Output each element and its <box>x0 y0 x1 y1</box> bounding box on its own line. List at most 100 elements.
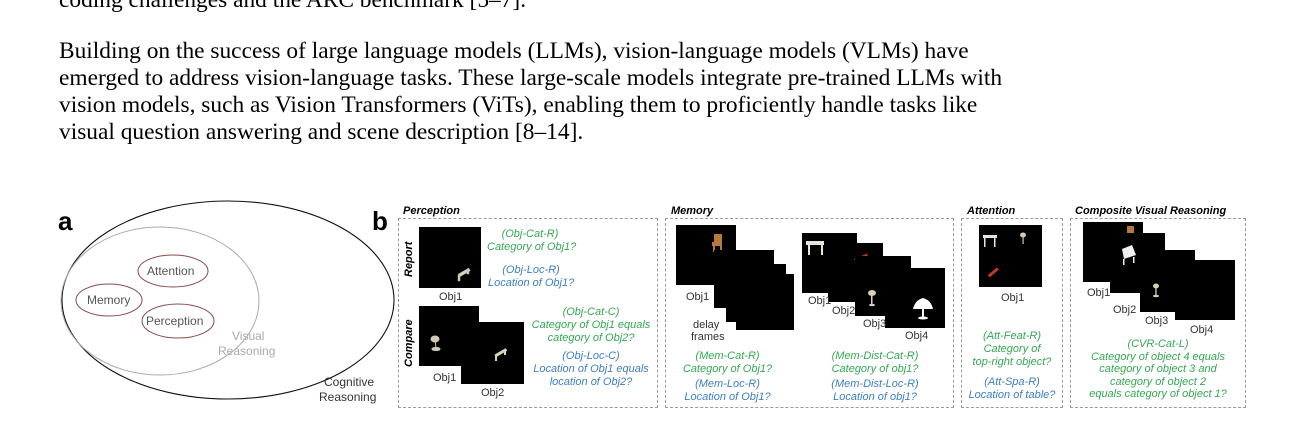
obj-loc-r-code: (Obj-Loc-R) <box>502 264 560 276</box>
memory-ellipse <box>75 283 143 317</box>
att-feat-r-question-1: Category of <box>983 343 1041 355</box>
obj-loc-c-question-1: Location of Obj1 equals <box>533 363 649 375</box>
chair-icon <box>712 234 722 252</box>
perception-title: Perception <box>403 205 460 217</box>
attention-stimulus <box>979 225 1042 287</box>
memory-label: Memory <box>87 293 131 307</box>
perception-report-stimulus <box>419 227 481 288</box>
attention-label: Attention <box>147 264 195 278</box>
cvr-stim-4 <box>1175 260 1235 320</box>
mem-loc-r-question: Location of Obj1? <box>684 391 771 403</box>
cvr-cat-l-question-1: Category of object 4 equals <box>1091 350 1225 363</box>
cvr-cat-l-code: (CVR-Cat-L) <box>1127 338 1189 350</box>
memory-box <box>665 218 954 408</box>
paragraph-top: coding challenges and the ARC benchmark … <box>59 0 1249 14</box>
memory-title: Memory <box>671 205 714 217</box>
attention-box <box>961 218 1063 408</box>
visual-label: Visual <box>232 329 265 343</box>
obj-loc-r-task: (Obj-Loc-R) Location of Obj1? <box>488 264 574 290</box>
cvr-cat-l-question-4: equals category of object 1? <box>1089 388 1227 400</box>
delay-frame-3 <box>736 274 794 330</box>
panel-b-letter: b <box>372 206 388 236</box>
mem-loc-r-task: (Mem-Loc-R) Location of Obj1? <box>675 378 780 404</box>
mem-dist-loc-r-task: (Mem-Dist-Loc-R) Location of obj1? <box>818 378 932 404</box>
att-feat-r-code: (Att-Feat-R) <box>982 330 1042 342</box>
mem-dist-obj2-label: Obj2 <box>832 305 856 317</box>
cvr-obj4-label: Obj4 <box>1190 324 1214 336</box>
lamp-icon-3 <box>1153 283 1159 298</box>
mem-loc-r-code: (Mem-Loc-R) <box>695 378 760 390</box>
bench-icon-2 <box>494 348 508 361</box>
mem-cat-r-code: (Mem-Cat-R) <box>695 350 760 362</box>
compare-label: Compare <box>403 319 415 367</box>
obj-cat-r-code: (Obj-Cat-R) <box>501 228 559 240</box>
report-label: Report <box>403 241 415 277</box>
paragraph-line-4: visual question answering and scene desc… <box>59 119 584 145</box>
compare-obj1-label: Obj1 <box>433 372 457 384</box>
mem-cat-r-task: (Mem-Cat-R) Category of Obj1? <box>675 350 780 376</box>
mem-dist-loc-r-code: (Mem-Dist-Loc-R) <box>831 378 919 390</box>
obj-loc-c-task: (Obj-Loc-C) Location of Obj1 equals loca… <box>528 350 654 389</box>
att-feat-r-task: (Att-Feat-R) Category of top-right objec… <box>964 330 1060 369</box>
mem-cat-r-question: Category of Obj1? <box>682 363 773 375</box>
attention-title: Attention <box>967 205 1016 217</box>
compare-obj2-label: Obj2 <box>481 387 505 399</box>
mem-dist-obj4-label: Obj4 <box>905 330 929 342</box>
table-icon <box>806 241 824 255</box>
obj-cat-r-question: Category of Obj1? <box>487 241 577 253</box>
chair-icon-3 <box>1122 245 1136 265</box>
obj-cat-c-code: (Obj-Cat-C) <box>562 306 620 318</box>
mushroom-lamp-icon <box>913 298 933 320</box>
cvr-obj1-label: Obj1 <box>1087 287 1111 299</box>
cvr-box <box>1070 218 1246 408</box>
cvr-cat-l-task: (CVR-Cat-L) Category of object 4 equals … <box>1072 338 1244 401</box>
perception-ellipse <box>141 303 215 339</box>
obj-loc-c-question-2: location of Obj2? <box>549 376 633 388</box>
cognitive-label: Cognitive <box>324 375 375 389</box>
lamp-icon <box>430 335 441 351</box>
mem-dist-obj3-label: Obj3 <box>863 318 887 330</box>
lamp-icon-2 <box>868 290 876 307</box>
attention-obj1-label: Obj1 <box>1001 292 1025 304</box>
cvr-cat-l-question-2: category of object 3 and <box>1099 363 1217 375</box>
frames-label: frames <box>691 331 725 343</box>
att-feat-r-question-2: top-right object? <box>972 356 1052 368</box>
cvr-obj3-label: Obj3 <box>1145 315 1169 327</box>
memory-obj1-label: Obj1 <box>686 291 710 303</box>
paragraph-main: Building on the success of large languag… <box>59 38 1249 146</box>
reasoning-label: Reasoning <box>218 344 276 358</box>
obj-cat-r-task: (Obj-Cat-R) Category of Obj1? <box>487 228 577 254</box>
cvr-obj2-label: Obj2 <box>1113 304 1137 316</box>
perception-box <box>398 218 658 408</box>
panel-a-diagram <box>60 200 395 400</box>
obj-loc-r-question: Location of Obj1? <box>488 277 575 289</box>
multi-object-icon <box>983 232 1026 278</box>
obj-cat-c-question-2: category of Obj2? <box>547 332 635 344</box>
paragraph-line-3: vision models, such as Vision Transforme… <box>59 92 978 118</box>
cvr-title: Composite Visual Reasoning <box>1075 205 1227 217</box>
obj-loc-c-code: (Obj-Loc-C) <box>562 350 620 362</box>
att-spa-r-code: (Att-Spa-R) <box>984 376 1040 388</box>
bench-icon <box>457 267 471 282</box>
report-obj1-label: Obj1 <box>439 291 463 303</box>
attention-ellipse <box>137 254 209 288</box>
mem-dist-cat-r-code: (Mem-Dist-Cat-R) <box>831 350 919 362</box>
cvr-cat-l-question-3: category of object 2 <box>1109 375 1206 388</box>
visual-ellipse <box>60 226 260 376</box>
delay-label: delay <box>693 319 720 331</box>
paragraph-line-1: Building on the success of large languag… <box>59 38 969 64</box>
mem-dist-loc-r-question: Location of obj1? <box>833 391 917 403</box>
compare-stimulus-2 <box>461 322 524 384</box>
mem-dist-obj1-label: Obj1 <box>808 295 832 307</box>
mem-dist-cat-r-question: Category of obj1? <box>831 363 919 375</box>
att-spa-r-task: (Att-Spa-R) Location of table? <box>964 376 1060 402</box>
paragraph-top-line: coding challenges and the ARC benchmark … <box>59 0 527 13</box>
mem-dist-stim-4 <box>885 268 945 328</box>
perception-label: Perception <box>146 314 204 328</box>
paragraph-line-2: emerged to address vision-language tasks… <box>59 65 1003 91</box>
obj-cat-c-question-1: Category of Obj1 equals <box>531 319 651 331</box>
mem-dist-cat-r-task: (Mem-Dist-Cat-R) Category of obj1? <box>818 350 932 376</box>
panel-a-letter: a <box>58 206 73 236</box>
cognitive-ellipse <box>61 200 395 400</box>
att-spa-r-question: Location of table? <box>968 389 1056 401</box>
